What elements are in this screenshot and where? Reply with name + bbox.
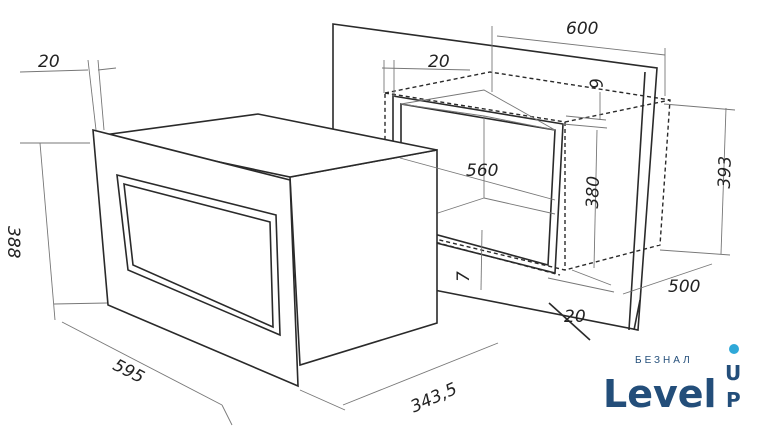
dimension-lines: [19, 26, 736, 426]
dim-cabinet-gap-left: 20: [38, 52, 60, 72]
logo-suffix-bottom: P: [726, 388, 741, 412]
dim-opening-width: 560: [466, 161, 498, 181]
dim-cabinet-width: 600: [566, 19, 598, 39]
oven-body: [92, 113, 438, 388]
dim-bottom-clearance: 7: [454, 271, 474, 282]
logo-tagline: БЕЗНАЛ: [635, 355, 693, 366]
brand-logo: БЕЗНАЛ Level U P: [603, 344, 741, 416]
logo-word: Level: [603, 372, 717, 416]
dim-oven-depth: 343,5: [408, 379, 461, 417]
logo-suffix-top: U: [725, 361, 741, 385]
dim-front-offset: 20: [564, 307, 586, 327]
dim-oven-width: 595: [109, 355, 147, 388]
dim-opening-height: 380: [583, 176, 604, 209]
logo-accent-dot: [729, 344, 739, 354]
dim-oven-height: 388: [3, 226, 23, 259]
dim-cabinet-height: 393: [715, 156, 736, 189]
dim-cabinet-depth: 500: [668, 277, 700, 297]
dim-cabinet-gap-top: 20: [428, 52, 450, 72]
dim-top-clearance: 6: [584, 77, 606, 91]
